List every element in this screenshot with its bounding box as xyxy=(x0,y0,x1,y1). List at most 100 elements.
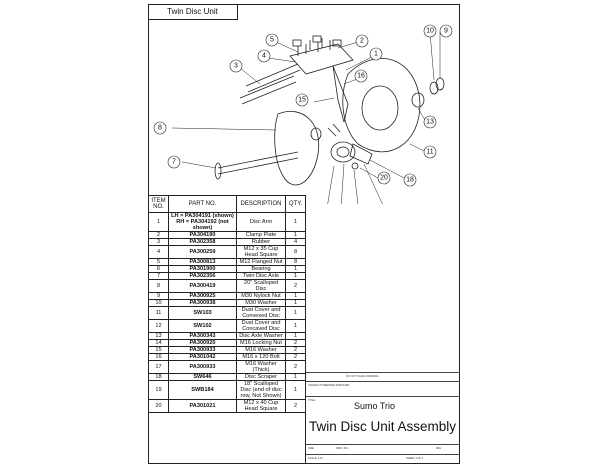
bom-part-no: PA302358 xyxy=(168,238,237,246)
bom-part-no: PA300920 xyxy=(168,339,237,347)
bom-qty: 1 xyxy=(285,332,306,340)
bom-item-no: 6 xyxy=(148,265,169,273)
bom-item-no: 14 xyxy=(148,339,169,347)
product-name: Sumo Trio xyxy=(354,401,396,411)
callout-11-label: 11 xyxy=(426,149,433,156)
bom-item-no: 7 xyxy=(148,272,169,280)
bom-qty: 2 xyxy=(285,360,306,374)
sheet-title: Twin Disc Unit xyxy=(148,4,238,20)
bom-qty: 2 xyxy=(285,353,306,361)
bom-item-no: 5 xyxy=(148,258,169,266)
bom-part-no: PA300938 xyxy=(168,299,237,307)
bom-part-no: PA300933 xyxy=(168,346,237,354)
bom-part-no: PA300813 xyxy=(168,258,237,266)
bom-qty: 1 xyxy=(285,265,306,273)
bom-header-row: ITEM NO. PART NO. DESCRIPTION QTY. xyxy=(148,195,306,213)
bom-qty: 1 xyxy=(285,306,306,320)
callout-8 xyxy=(153,121,167,135)
callout-3-label: 3 xyxy=(234,63,238,70)
callout-8-label: 8 xyxy=(158,125,162,132)
bom-qty: 1 xyxy=(285,212,306,232)
bom-part-no: PA302356 xyxy=(168,272,237,280)
bom-item-no: 2 xyxy=(148,231,169,239)
bom-part-no: PA300933 xyxy=(168,360,237,374)
bom-header-qty: QTY. xyxy=(285,195,306,213)
bom-qty: 1 xyxy=(285,292,306,300)
bom-item-no: 20 xyxy=(148,399,169,413)
bom-item-no: 15 xyxy=(148,346,169,354)
callout-13-label: 13 xyxy=(426,119,434,126)
bom-item-no: 17 xyxy=(148,360,169,374)
bom-qty: 2 xyxy=(285,346,306,354)
bom-qty: 1 xyxy=(285,299,306,307)
bom-qty: 1 xyxy=(285,231,306,239)
clamp-plate xyxy=(289,43,354,75)
callout-5 xyxy=(265,33,279,47)
bom-item-no: 4 xyxy=(148,245,169,259)
tb-title-label: TITLE: xyxy=(308,399,316,402)
disc-arm xyxy=(332,65,349,123)
bom-description: M30 Nylock Nut xyxy=(236,292,286,300)
tb-sheet: SHEET 1 OF 1 xyxy=(406,457,424,460)
callout-5-label: 5 xyxy=(270,37,274,44)
bom-item-no: 19 xyxy=(148,380,169,400)
bom-part-no: PA304190 xyxy=(168,231,237,239)
bom-part-no: PA301021 xyxy=(168,399,237,413)
callout-20 xyxy=(377,171,391,185)
bom-description: Disc Axle Washer xyxy=(236,332,286,340)
disc-left xyxy=(274,111,320,186)
bom-description: M12 x 40 Cup Head Square xyxy=(236,399,286,413)
bom-description: M16 Washer xyxy=(236,346,286,354)
callout-9-label: 9 xyxy=(444,28,448,35)
bom-item-no: 3 xyxy=(148,238,169,246)
bom-description: Clamp Plate xyxy=(236,231,286,239)
bom-item-no: 13 xyxy=(148,332,169,340)
bom-qty: 1 xyxy=(285,373,306,381)
callout-15 xyxy=(295,93,309,107)
bom-item-no: 10 xyxy=(148,299,169,307)
bom-qty: 1 xyxy=(285,319,306,333)
bom-header-description: DESCRIPTION xyxy=(236,195,286,213)
bom-description: 18" Scalloped Disc (end of disc row, Not… xyxy=(236,380,286,400)
bom-description: 20" Scalloped Disc xyxy=(236,279,286,293)
bom-item-no: 16 xyxy=(148,353,169,361)
bom-description: Disc Scraper xyxy=(236,373,286,381)
bom-part-no: PA301042 xyxy=(168,353,237,361)
bom-description: M16 Locking Nut xyxy=(236,339,286,347)
bom-qty: 8 xyxy=(285,245,306,259)
callout-1-label: 1 xyxy=(374,51,378,58)
tb-unless-specified: UNLESS OTHERWISE SPECIFIED: xyxy=(308,384,350,387)
callout-20-label: 20 xyxy=(380,175,388,182)
bom-item-no: 12 xyxy=(148,319,169,333)
callout-10 xyxy=(423,24,437,38)
bom-item-no: 8 xyxy=(148,279,169,293)
callout-4-label: 4 xyxy=(262,53,266,60)
bom-description: M16 x 120 Bolt xyxy=(236,353,286,361)
callout-16 xyxy=(354,69,368,83)
exploded-view-drawing: 5 2 3 4 1 10 9 16 15 13 8 11 7 20 18 12 … xyxy=(153,24,453,204)
title-block: DO NOT SCALE DRAWING UNLESS OTHERWISE SP… xyxy=(305,372,460,464)
bom-qty: 8 xyxy=(285,258,306,266)
callout-4 xyxy=(257,49,271,63)
callout-2 xyxy=(355,34,369,48)
callout-2-label: 2 xyxy=(360,38,364,45)
bom-part-no: PA300419 xyxy=(168,279,237,293)
bom-qty: 1 xyxy=(285,272,306,280)
bom-qty: 2 xyxy=(285,339,306,347)
bom-header-item: ITEM NO. xyxy=(148,195,169,213)
bom-description: M30 Washer xyxy=(236,299,286,307)
bom-description: Bearing xyxy=(236,265,286,273)
